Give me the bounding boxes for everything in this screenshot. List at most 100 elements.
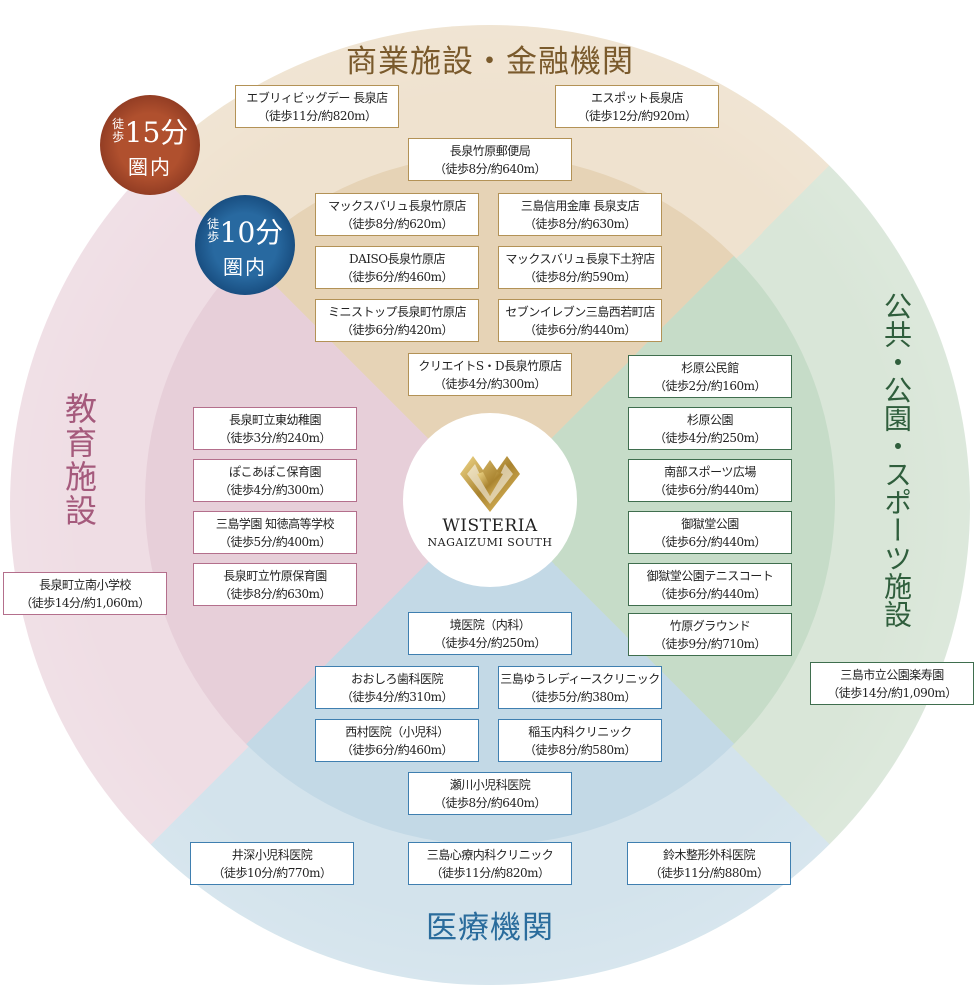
facility-name: 長泉竹原郵便局 xyxy=(449,144,531,158)
facility-distance: （徒歩5分/約400m） xyxy=(219,535,331,549)
facility-name: 三島市立公園楽寿園 xyxy=(840,668,944,682)
facility-distance: （徒歩8分/約640m） xyxy=(434,796,546,810)
badge-text: 圏内 xyxy=(223,254,267,279)
badge-text: 徒歩 xyxy=(207,216,220,244)
facility-distance: （徒歩4分/約300m） xyxy=(434,377,546,391)
commercial-facility-box: クリエイトS・D長泉竹原店 （徒歩4分/約300m） xyxy=(408,353,572,396)
education-facility-box: ぽこあぽこ保育園（徒歩4分/約300m） xyxy=(193,459,357,502)
facility-distance: （徒歩8分/約620m） xyxy=(341,217,453,231)
logo-subtitle: NAGAIZUMI SOUTH xyxy=(427,535,553,549)
facility-distance: （徒歩8分/約630m） xyxy=(219,587,331,601)
facility-distance: （徒歩8分/約630m） xyxy=(524,217,636,231)
facility-distance: （徒歩6分/約440m） xyxy=(654,483,766,497)
public-title: 公共・公園・スポーツ施設 xyxy=(880,292,913,628)
commercial-title: 商業施設・金融機関 xyxy=(346,44,634,80)
commercial-facility-box: DAISO長泉竹原店 （徒歩6分/約460m） xyxy=(315,246,479,289)
facility-name: 長泉町立竹原保育園 xyxy=(223,569,327,583)
facility-name: 井深小児科医院 xyxy=(231,848,313,862)
logo: WISTERIA NAGAIZUMI SOUTH xyxy=(403,413,577,587)
facility-distance: （徒歩4分/約250m） xyxy=(434,636,546,650)
facility-name: DAISO長泉竹原店 xyxy=(348,252,446,266)
public-facility-box: 杉原公民館 （徒歩2分/約160m） xyxy=(628,355,792,398)
facility-name: ミニストップ長泉町竹原店 xyxy=(327,305,467,319)
facility-name: 杉原公民館 xyxy=(681,361,739,375)
facility-name: 西村医院（小児科） xyxy=(345,725,449,739)
facility-name: 境医院（内科） xyxy=(449,618,531,632)
education-facility-box: 長泉町立南小学校 （徒歩14分/約1,060m） xyxy=(3,572,167,615)
facility-distance: （徒歩9分/約710m） xyxy=(654,637,766,651)
logo-name: WISTERIA xyxy=(442,515,538,536)
facility-distance: （徒歩2分/約160m） xyxy=(654,379,766,393)
facility-name: 三島信用金庫 長泉支店 xyxy=(520,199,640,213)
facility-distance: （徒歩10分/約770m） xyxy=(212,866,332,880)
badge-text: 15分 xyxy=(124,115,189,149)
facility-name: 三島学園 知徳高等学校 xyxy=(215,517,335,531)
badge-text: 10分 xyxy=(219,215,284,249)
facility-distance: （徒歩11分/約820m） xyxy=(257,109,377,123)
badge-text: 徒歩 xyxy=(112,116,125,144)
education-facility-box: 三島学園 知徳高等学校 （徒歩5分/約400m） xyxy=(193,511,357,554)
commercial-facility-box: マックスバリュ長泉竹原店 （徒歩8分/約620m） xyxy=(315,193,479,236)
commercial-facility-box: 長泉竹原郵便局 （徒歩8分/約640m） xyxy=(408,138,572,181)
facility-distance: （徒歩8分/約590m） xyxy=(524,270,636,284)
facility-distance: （徒歩6分/約460m） xyxy=(341,743,453,757)
facility-name: エスポット長泉店 xyxy=(590,91,684,105)
medical-facility-box: 稲玉内科クリニック（徒歩8分/約580m） xyxy=(498,719,662,762)
facility-name: 鈴木整形外科医院 xyxy=(662,848,756,862)
facility-name: 御獄堂公園テニスコート xyxy=(646,569,774,583)
facility-name: 三島ゆうレディースクリニック xyxy=(500,672,660,686)
facility-name: 三島心療内科クリニック xyxy=(426,848,554,862)
facility-name: 竹原グラウンド xyxy=(669,619,751,633)
commercial-facility-box: マックスバリュ長泉下土狩店 （徒歩8分/約590m） xyxy=(498,246,662,289)
commercial-facility-box: セブンイレブン三島西若町店（徒歩6分/約440m） xyxy=(498,299,662,342)
facility-name: クリエイトS・D長泉竹原店 xyxy=(418,359,562,373)
education-facility-box: 長泉町立東幼稚園 （徒歩3分/約240m） xyxy=(193,407,357,450)
facility-distance: （徒歩8分/約640m） xyxy=(434,162,546,176)
facility-distance: （徒歩4分/約250m） xyxy=(654,431,766,445)
facility-name: 御獄堂公園 xyxy=(681,517,739,531)
medical-facility-box: 三島心療内科クリニック（徒歩11分/約820m） xyxy=(408,842,572,885)
public-facility-box: 杉原公園（徒歩4分/約250m） xyxy=(628,407,792,450)
facility-distance: （徒歩12分/約920m） xyxy=(577,109,697,123)
facility-name: 長泉町立東幼稚園 xyxy=(228,413,322,427)
facility-distance: （徒歩11分/約880m） xyxy=(649,866,769,880)
facility-distance: （徒歩6分/約440m） xyxy=(654,587,766,601)
commercial-facility-box: ミニストップ長泉町竹原店 （徒歩6分/約420m） xyxy=(315,299,479,342)
medical-facility-box: おおしろ歯科医院 （徒歩4分/約310m） xyxy=(315,666,479,709)
facility-name: 稲玉内科クリニック xyxy=(528,725,632,739)
facility-distance: （徒歩14分/約1,090m） xyxy=(827,686,957,700)
facility-distance: （徒歩14分/約1,060m） xyxy=(20,596,150,610)
medical-facility-box: 井深小児科医院 （徒歩10分/約770m） xyxy=(190,842,354,885)
facility-distance: （徒歩3分/約240m） xyxy=(219,431,331,445)
facility-name: マックスバリュ長泉下土狩店 xyxy=(505,252,655,266)
public-facility-box: 三島市立公園楽寿園 （徒歩14分/約1,090m） xyxy=(810,662,974,705)
facility-name: マックスバリュ長泉竹原店 xyxy=(328,199,466,213)
badge-text: 圏内 xyxy=(128,154,172,179)
education-facility-box: 長泉町立竹原保育園 （徒歩8分/約630m） xyxy=(193,563,357,606)
facility-name: 南部スポーツ広場 xyxy=(664,465,756,479)
public-facility-box: 南部スポーツ広場 （徒歩6分/約440m） xyxy=(628,459,792,502)
public-facility-box: 御獄堂公園 （徒歩6分/約440m） xyxy=(628,511,792,554)
facility-distance: （徒歩6分/約460m） xyxy=(341,270,453,284)
facility-distance: （徒歩4分/約310m） xyxy=(341,690,453,704)
commercial-facility-box: 三島信用金庫 長泉支店 （徒歩8分/約630m） xyxy=(498,193,662,236)
facility-distance: （徒歩6分/約440m） xyxy=(654,535,766,549)
education-title: 教育施設 xyxy=(60,392,98,528)
facility-name: 長泉町立南小学校 xyxy=(38,578,132,592)
facility-name: セブンイレブン三島西若町店 xyxy=(505,305,655,319)
medical-facility-box: 西村医院（小児科） （徒歩6分/約460m） xyxy=(315,719,479,762)
medical-title: 医療機関 xyxy=(426,910,554,946)
medical-facility-box: 三島ゆうレディースクリニック （徒歩5分/約380m） xyxy=(498,666,662,709)
facility-name: 瀬川小児科医院 xyxy=(449,778,531,792)
public-facility-box: 御獄堂公園テニスコート （徒歩6分/約440m） xyxy=(628,563,792,606)
facility-name: エブリィビッグデー 長泉店 xyxy=(246,91,388,105)
wisteria-logo-icon xyxy=(460,455,520,512)
facility-distance: （徒歩5分/約380m） xyxy=(524,690,636,704)
facility-name: おおしろ歯科医院 xyxy=(350,672,444,686)
facility-distance: （徒歩4分/約300m） xyxy=(219,483,331,497)
commercial-facility-box: エブリィビッグデー 長泉店 （徒歩11分/約820m） xyxy=(235,85,399,128)
facility-distance: （徒歩6分/約420m） xyxy=(341,323,453,337)
public-facility-box: 竹原グラウンド （徒歩9分/約710m） xyxy=(628,613,792,656)
